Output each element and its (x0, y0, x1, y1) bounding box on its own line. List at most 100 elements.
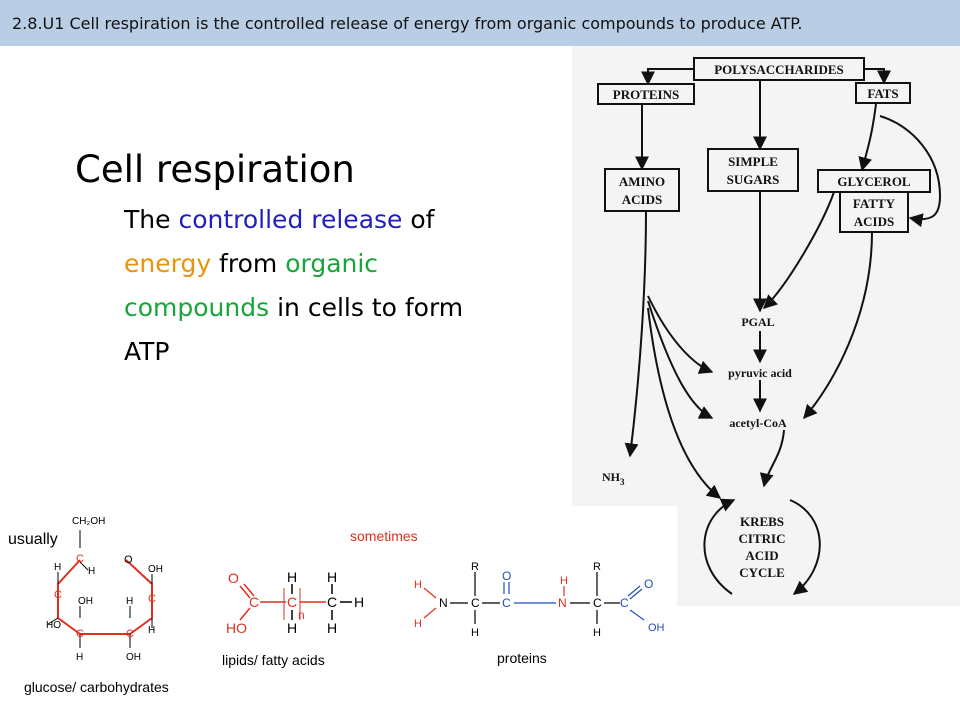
slide-title: Cell respiration (75, 148, 355, 191)
keyword-energy: energy (124, 249, 212, 278)
atom: C (76, 553, 84, 565)
atom: C (327, 594, 337, 610)
def-part: in cells to form ATP (124, 293, 464, 366)
atom: HO (226, 620, 247, 636)
keyword-controlled-release: controlled release (178, 205, 403, 234)
atom: C (148, 593, 156, 605)
glucose-ring (57, 559, 153, 635)
label-krebs: KREBS (740, 514, 784, 529)
atom: H (76, 652, 83, 663)
bond (79, 561, 89, 571)
atom: OH (648, 622, 665, 634)
atom: C (76, 628, 84, 640)
bond (47, 617, 59, 625)
bond (239, 585, 251, 599)
label-nh: NH (602, 470, 621, 484)
arrow-poly-to-proteins (641, 68, 694, 86)
atom: OH (78, 596, 93, 607)
atom: N (439, 596, 448, 610)
bond (627, 585, 643, 600)
label-simple: SIMPLE (728, 154, 778, 169)
atom: H (287, 569, 297, 585)
atom: N (558, 596, 567, 610)
bond (239, 607, 251, 621)
atom: H (471, 627, 479, 639)
arrow-fatty-to-acetyl (803, 231, 873, 420)
atom: C (249, 594, 259, 610)
label-cycle: CYCLE (739, 565, 785, 580)
atom: C (620, 596, 629, 610)
protein-molecule: H H N R C H O C H N R C H C O OH (414, 561, 665, 639)
label-nh3: NH3 (602, 470, 625, 487)
bond (629, 609, 645, 621)
label-acetyl-coa: acetyl-CoA (729, 416, 787, 430)
bond (423, 587, 437, 599)
label-acids: ACIDS (622, 192, 662, 207)
label-citric: CITRIC (739, 531, 786, 546)
bond (503, 582, 510, 594)
atom: OH (126, 652, 141, 663)
arrow-fats-to-fatty (879, 115, 942, 228)
label-usually: usually (8, 531, 58, 548)
arrow-glycerol-to-pgal (762, 191, 835, 309)
krebs-cycle-arc-right (789, 499, 821, 595)
repeat-bracket (283, 588, 301, 620)
def-part: The (124, 205, 179, 234)
label-lipids: lipids/ fatty acids (222, 652, 325, 668)
label-glycerol: GLYCEROL (837, 174, 911, 189)
atom: R (471, 561, 479, 573)
label-glucose: glucose/ carbohydrates (24, 679, 169, 695)
atom: H (593, 627, 601, 639)
label-pgal: PGAL (741, 315, 774, 329)
atom: H (327, 620, 337, 636)
label-sometimes: sometimes (350, 528, 418, 544)
atom: OH (148, 564, 163, 575)
label-fatty: FATTY (853, 196, 896, 211)
label-fats: FATS (867, 86, 898, 101)
header-banner: 2.8.U1 Cell respiration is the controlle… (0, 0, 960, 46)
atom: H (414, 579, 422, 591)
arrow-amino-to-pyruvic (647, 295, 714, 374)
label-acid: ACID (745, 548, 778, 563)
label-proteins: PROTEINS (613, 87, 679, 102)
atom: H (126, 596, 133, 607)
atom: O (502, 569, 511, 583)
label-nh3-subscript: 3 (620, 477, 625, 487)
atom: H (88, 566, 95, 577)
bond (243, 583, 255, 597)
arrow-amino-to-nh3 (624, 210, 647, 458)
arrow-amino-to-acetyl (647, 300, 714, 419)
atom: H (54, 562, 61, 573)
arrow-fats-to-glycerol (858, 103, 877, 172)
atom: O (124, 554, 133, 566)
glucose-molecule: CH₂OH C O H H C OH C OH H H HO C C H OH (46, 516, 163, 663)
bond (423, 607, 437, 619)
label-proteins-molecule: proteins (497, 650, 547, 666)
arrow-acetyl-to-krebs (759, 429, 785, 488)
flowchart-background (572, 46, 960, 506)
atom: C (471, 596, 480, 610)
atom: C (126, 628, 134, 640)
metabolism-flowchart: POLYSACCHARIDES PROTEINS FATS AMINO ACID… (572, 46, 960, 606)
repeat-n: n (298, 608, 305, 622)
banner-text: 2.8.U1 Cell respiration is the controlle… (12, 14, 803, 33)
label-pyruvic-acid: pyruvic acid (728, 366, 792, 380)
krebs-cycle-arc-left (703, 498, 736, 595)
molecule-structures: usually sometimes glucose/ carbohydrates… (8, 516, 665, 695)
box-fatty-acids (839, 191, 909, 233)
atom: R (593, 561, 601, 573)
label-amino: AMINO (619, 174, 665, 189)
atom: O (228, 570, 239, 586)
atom: HO (46, 620, 61, 631)
atom: H (560, 575, 568, 587)
atom: H (287, 620, 297, 636)
atom: C (54, 589, 62, 601)
atom: H (327, 569, 337, 585)
atom: H (354, 594, 364, 610)
arrow-poly-to-fats (864, 68, 891, 85)
def-part: from (211, 249, 286, 278)
atom: C (502, 596, 511, 610)
atom: O (644, 577, 653, 591)
atom: CH₂OH (72, 516, 105, 527)
atom: H (414, 618, 422, 630)
